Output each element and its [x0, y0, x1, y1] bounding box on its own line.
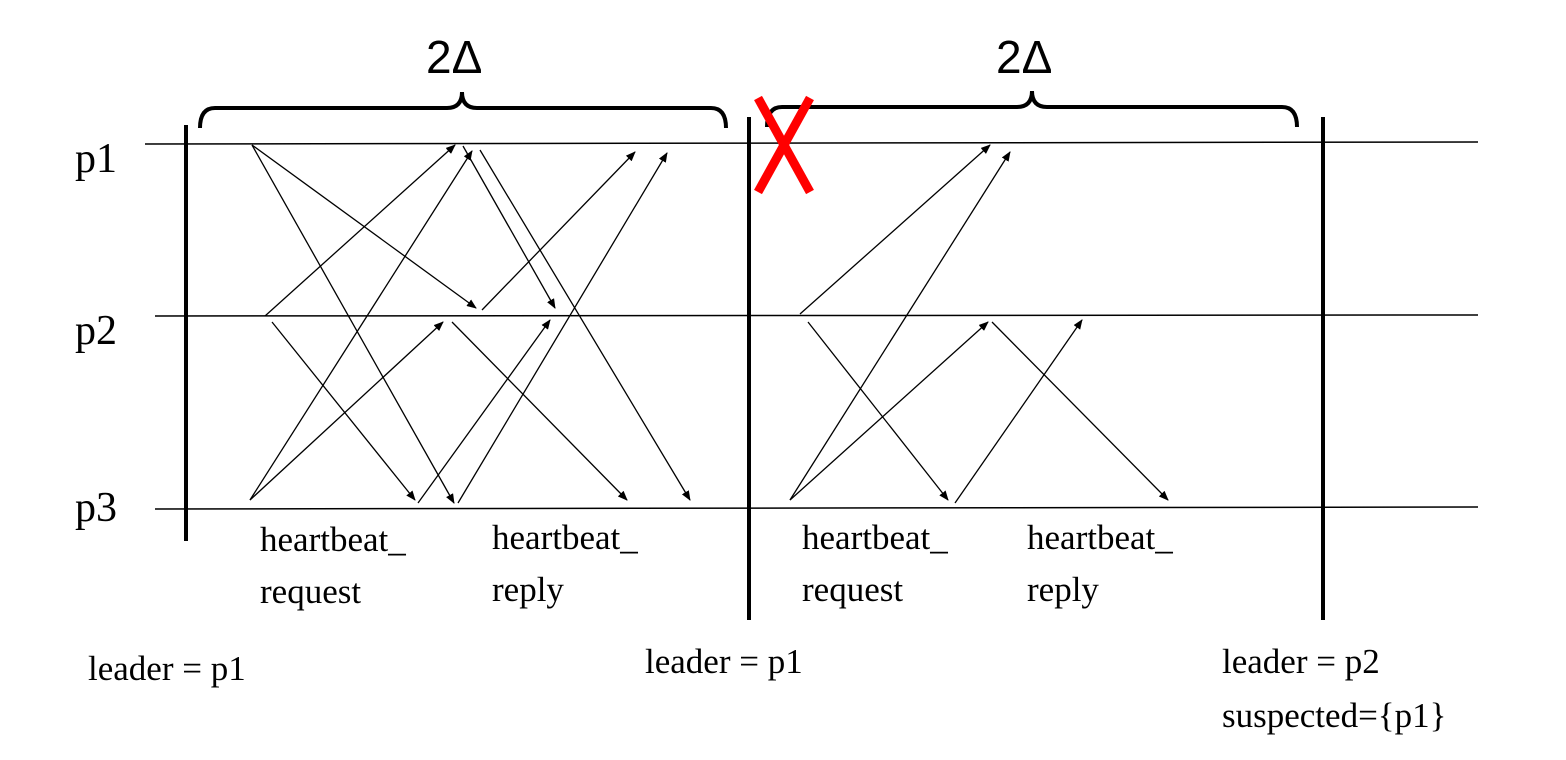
message-arrow — [417, 319, 551, 504]
message-arrow — [457, 152, 668, 504]
message-arrow — [462, 145, 556, 309]
interval-1-request-label: heartbeat_ — [260, 520, 406, 559]
p2-timeline — [154, 314, 1479, 317]
message-arrow — [991, 321, 1169, 501]
message-arrow — [789, 321, 989, 501]
message-arrow — [481, 151, 636, 311]
state-3-leader: leader = p2 — [1222, 642, 1380, 681]
message-arrow — [479, 149, 691, 501]
interval-1-request-label: request — [260, 572, 362, 611]
message-arrow — [451, 321, 628, 501]
p1-timeline — [144, 141, 1479, 145]
message-arrow — [954, 319, 1083, 504]
interval-1-reply-label: heartbeat_ — [492, 518, 638, 557]
interval-2-reply-label: reply — [1027, 570, 1099, 609]
interval-2-duration: 2Δ — [996, 31, 1053, 83]
message-arrow — [249, 321, 444, 501]
message-arrow — [251, 144, 455, 504]
state-2-leader: leader = p1 — [645, 642, 803, 681]
brace-2 — [765, 90, 1299, 128]
state-3-suspected: suspected={p1} — [1222, 696, 1447, 735]
process-label-p2: p2 — [75, 308, 117, 354]
interval-1-reply-label: reply — [492, 570, 564, 609]
crash-x-icon — [754, 95, 814, 195]
interval-2-reply-label: heartbeat_ — [1027, 518, 1173, 557]
message-arrow — [799, 144, 991, 315]
brace-1 — [198, 91, 728, 129]
interval-2-request-label: request — [802, 570, 904, 609]
p3-timeline — [154, 506, 1479, 510]
state-1-leader: leader = p1 — [88, 649, 246, 688]
message-arrow — [264, 144, 456, 317]
message-arrow — [271, 321, 416, 501]
message-arrow — [807, 321, 949, 501]
message-arrow — [789, 151, 1011, 501]
interval-1-duration: 2Δ — [426, 31, 483, 83]
process-label-p3: p3 — [75, 485, 117, 531]
message-arrow — [249, 150, 473, 501]
process-label-p1: p1 — [75, 136, 117, 182]
interval-2-request-label: heartbeat_ — [802, 518, 948, 557]
